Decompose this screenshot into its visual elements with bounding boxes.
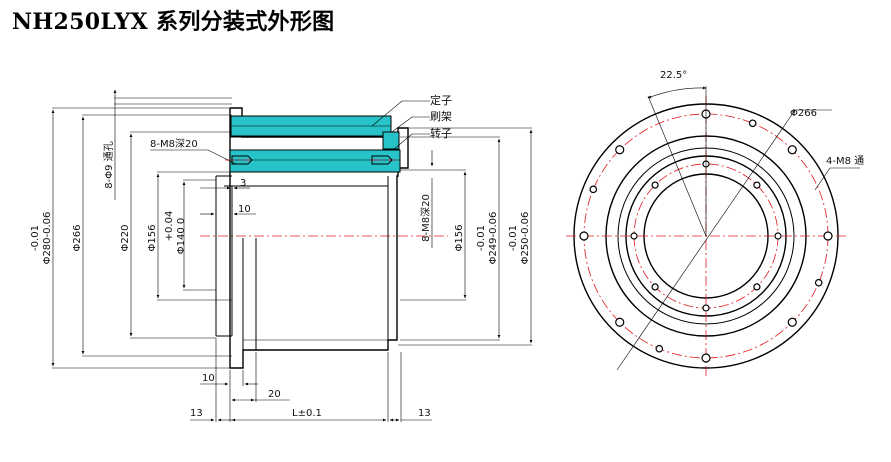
bolt-hole-inner [651, 181, 659, 189]
dim-d156-right: Φ156 [454, 225, 465, 252]
bolt-hole-inner [651, 283, 659, 291]
dim-length: L±0.1 [292, 408, 322, 419]
dim-d250-tol: -0.01 [508, 225, 519, 251]
dim-d280: Φ280-0.06 [42, 212, 53, 265]
dim-m8-top: 8-M8深20 [150, 138, 198, 150]
label-brush-holder: 刷架 [430, 110, 452, 123]
drawing-title: NH250LYX 系列分装式外形图 [12, 9, 335, 35]
bolt-hole-inner [774, 232, 782, 240]
dim-d250: Φ250-0.06 [520, 212, 531, 265]
bolt-hole-outer [823, 231, 833, 241]
bolt-hole-outer [701, 353, 711, 363]
dim-d249-tol: -0.01 [476, 225, 487, 251]
bolt-hole-m8 [748, 119, 757, 128]
bolt-hole-outer [615, 145, 625, 155]
dim-m8-right: 8-M8深20 [420, 194, 432, 242]
bolt-hole-m8 [814, 278, 823, 287]
dim-three: 3 [240, 178, 246, 189]
dim-d280-tol: -0.01 [30, 225, 41, 251]
dim-d140-tol: +0.04 [164, 211, 175, 242]
dim-twenty: 20 [268, 389, 281, 400]
bolt-hole-outer [579, 231, 589, 241]
dim-d140: Φ140 0 [176, 218, 187, 255]
brush-holder-section [382, 131, 400, 150]
bolt-hole-m8 [655, 344, 664, 353]
bolt-holes-outer [579, 109, 833, 363]
bolt-hole-inner [630, 232, 638, 240]
bolt-holes-inner [630, 160, 782, 312]
dim-ten-bottom: 10 [202, 373, 215, 384]
dim-thirteen-left: 13 [190, 408, 203, 419]
front-angle: 22.5° [660, 70, 687, 81]
bolt-hole-m8 [589, 185, 598, 194]
front-d266: Φ266 [790, 108, 817, 119]
housing-outline [215, 107, 409, 369]
dim-d156-left: Φ156 [147, 225, 158, 252]
bolt-hole-outer [787, 145, 797, 155]
dim-d266: Φ266 [72, 225, 83, 252]
bolt-hole-inner [753, 283, 761, 291]
dim-ten-top: 10 [238, 204, 251, 215]
front-m8-through: 4-M8 通 [826, 155, 864, 167]
side-view: 定子 刷架 转子 -0.01 Φ280-0.06 Φ266 8-Φ9 通孔 Φ2… [30, 89, 533, 422]
dim-d220: Φ220 [120, 225, 131, 252]
bolt-hole-outer [615, 317, 625, 327]
front-view: Φ266 4-M8 通 22.5° [566, 70, 864, 376]
dim-d249: Φ249-0.06 [488, 212, 499, 265]
label-stator: 定子 [430, 93, 452, 107]
dim-holes-8-9: 8-Φ9 通孔 [103, 141, 115, 188]
bolt-hole-inner [702, 304, 710, 312]
bolt-hole-outer [787, 317, 797, 327]
bolt-hole-inner [753, 181, 761, 189]
rotor-section [229, 149, 401, 173]
dim-thirteen-right: 13 [418, 408, 431, 419]
label-rotor: 转子 [430, 126, 452, 140]
